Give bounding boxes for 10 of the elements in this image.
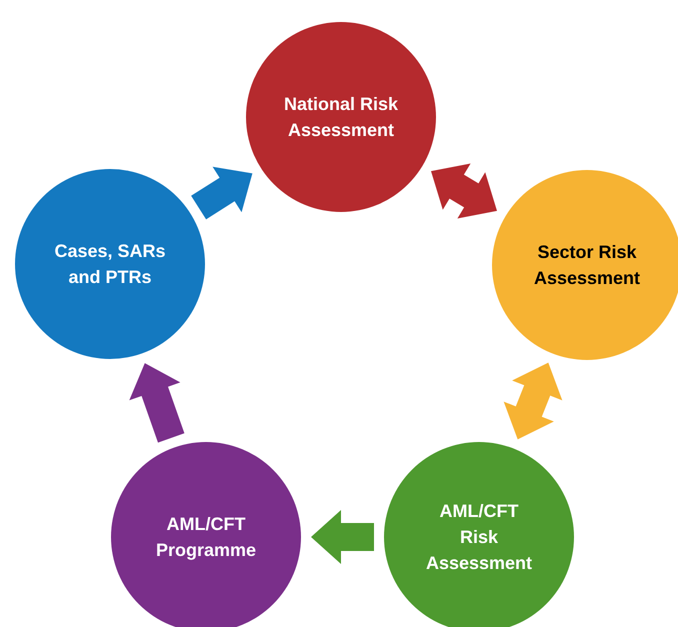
stage-label: Cases, SARs and PTRs [53,240,167,289]
block-arrow [191,166,252,220]
stage-label: AML/CFT Programme [154,513,258,562]
block-arrow [311,510,374,564]
stage-label: National Risk Assessment [282,93,400,142]
block-arrow [431,164,497,218]
block-arrow [504,362,562,440]
block-arrow [129,363,184,443]
stage-label: AML/CFT Risk Assessment [424,500,534,575]
stage-label: Sector Risk Assessment [532,241,642,290]
